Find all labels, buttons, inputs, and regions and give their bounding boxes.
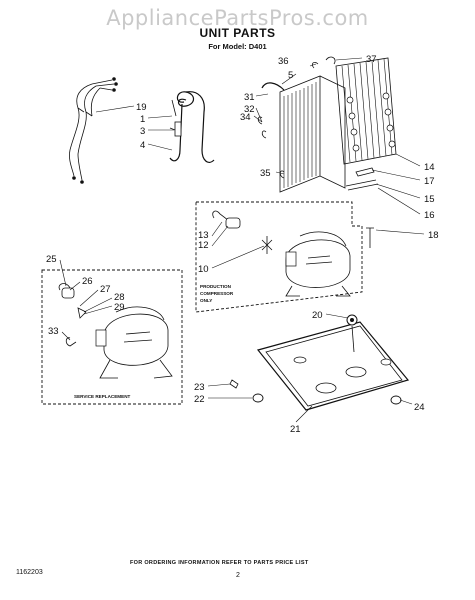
callout-labels: 19 1 3 4 36 37 5 31 32 34 35 14 17 15 16… bbox=[46, 54, 439, 435]
callout-3: 3 bbox=[140, 126, 145, 137]
callout-16: 16 bbox=[424, 210, 435, 221]
callout-27: 27 bbox=[100, 284, 111, 295]
callout-32: 32 bbox=[244, 104, 255, 115]
callout-4: 4 bbox=[140, 140, 145, 151]
callout-5: 5 bbox=[288, 70, 293, 81]
callout-22: 22 bbox=[194, 394, 205, 405]
callout-14: 14 bbox=[424, 162, 435, 173]
callout-24: 24 bbox=[414, 402, 425, 413]
callout-15: 15 bbox=[424, 194, 435, 205]
callout-26: 26 bbox=[82, 276, 93, 287]
callout-29: 29 bbox=[114, 302, 125, 313]
callout-17: 17 bbox=[424, 176, 435, 187]
callout-23: 23 bbox=[194, 382, 205, 393]
condenser-coil bbox=[257, 56, 397, 193]
page-number: 2 bbox=[236, 572, 240, 579]
callout-25: 25 bbox=[46, 254, 57, 265]
page-title: UNIT PARTS bbox=[199, 26, 276, 40]
callout-33: 33 bbox=[48, 326, 59, 337]
watermark: AppliancePartsPros.com bbox=[106, 6, 369, 30]
document-number: 1162203 bbox=[16, 569, 43, 576]
callout-36: 36 bbox=[278, 56, 289, 67]
base-pan bbox=[229, 227, 410, 411]
capillary-coil bbox=[169, 91, 215, 163]
callout-13: 13 bbox=[198, 230, 209, 241]
service-replacement-box: SERVICE REPLACEMENT bbox=[41, 269, 183, 405]
service-label: SERVICE REPLACEMENT bbox=[74, 394, 131, 399]
callout-31: 31 bbox=[244, 92, 255, 103]
production-label-1: PRODUCTION bbox=[200, 284, 232, 289]
production-compressor-box: PRODUCTION COMPRESSOR ONLY bbox=[195, 201, 363, 313]
production-label-2: COMPRESSOR bbox=[200, 291, 234, 296]
callout-19: 19 bbox=[136, 102, 147, 113]
callout-21: 21 bbox=[290, 424, 301, 435]
callout-12: 12 bbox=[198, 240, 209, 251]
callout-20: 20 bbox=[312, 310, 323, 321]
leader-lines bbox=[59, 57, 425, 423]
callout-28: 28 bbox=[114, 292, 125, 303]
wiring-harness bbox=[69, 77, 118, 184]
production-label-3: ONLY bbox=[200, 298, 212, 303]
callout-10: 10 bbox=[198, 264, 209, 275]
callout-18: 18 bbox=[428, 230, 439, 241]
ordering-note: FOR ORDERING INFORMATION REFER TO PARTS … bbox=[130, 560, 309, 566]
callout-35: 35 bbox=[260, 168, 271, 179]
model-subtitle: For Model: D401 bbox=[208, 42, 267, 51]
callout-1: 1 bbox=[140, 114, 145, 125]
callout-34: 34 bbox=[240, 112, 251, 123]
callout-37: 37 bbox=[366, 54, 377, 65]
